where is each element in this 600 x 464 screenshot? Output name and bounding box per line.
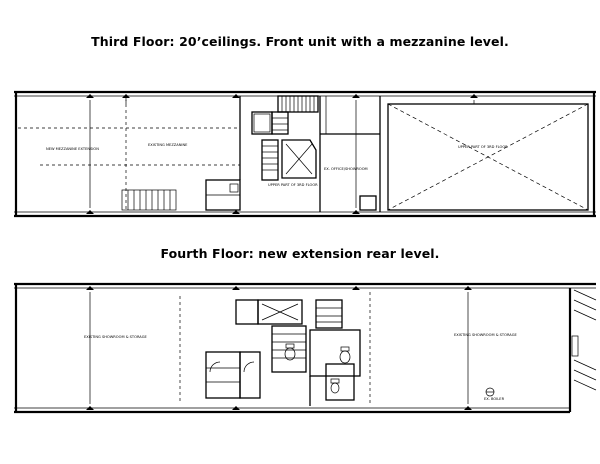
column-markers-fourth bbox=[86, 286, 472, 410]
third-floor-label-existing-mezzanine: EXISTING MEZZANINE bbox=[148, 143, 188, 147]
fourth-floor-plan: EXISTING SHOWROOM & STORAGE EXISTING SHO… bbox=[14, 282, 597, 414]
third-floor-heading: Third Floor: 20’ceilings. Front unit wit… bbox=[91, 34, 509, 49]
third-floor-label-mezzanine-extension: NEW MEZZANINE EXTENSION bbox=[46, 147, 99, 151]
column-markers bbox=[86, 94, 478, 214]
third-floor-plan: NEW MEZZANINE EXTENSION EXISTING MEZZANI… bbox=[14, 90, 596, 218]
third-floor-label-upper-part: UPPER PART OF 3RD FLOOR bbox=[268, 183, 318, 187]
fourth-floor-label-showroom-front: EXISTING SHOWROOM & STORAGE bbox=[454, 333, 517, 337]
third-floor-label-office-showroom: EX. OFFICE/SHOWROOM bbox=[324, 167, 368, 171]
toilet-icon bbox=[284, 343, 351, 394]
third-floor-label-upper-part-front: UPPER PART OF 3RD FLOOR bbox=[458, 145, 508, 149]
fourth-floor-label-showroom-rear: EXISTING SHOWROOM & STORAGE bbox=[84, 335, 147, 339]
stair-icon bbox=[571, 289, 597, 391]
fourth-floor-label-boiler: EX. BOILER bbox=[484, 397, 505, 401]
fourth-floor-heading: Fourth Floor: new extension rear level. bbox=[160, 246, 440, 261]
